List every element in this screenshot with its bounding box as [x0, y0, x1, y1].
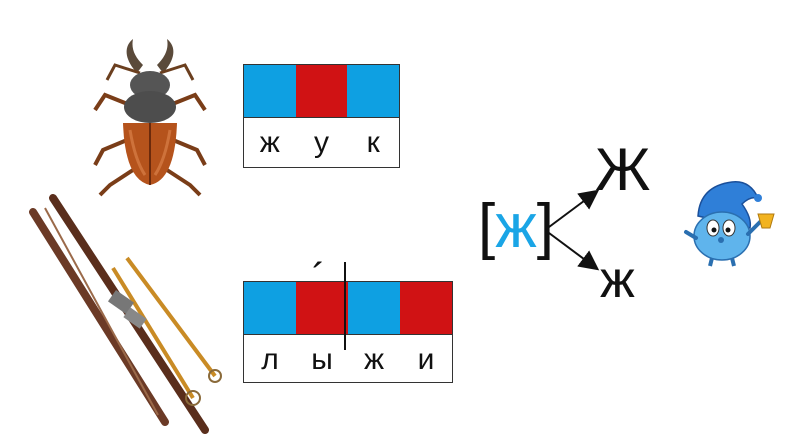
- consonant-bar: [347, 65, 400, 117]
- letter: к: [366, 126, 380, 159]
- vowel-bar: [295, 65, 348, 117]
- stag-beetle-icon: [93, 39, 207, 197]
- consonant-bar: [244, 65, 296, 117]
- skis-and-poles-icon: [29, 194, 222, 434]
- sound-bars: [244, 65, 400, 118]
- uppercase-letter: Ж: [595, 136, 651, 203]
- letter: л: [261, 343, 279, 376]
- bracket-close: ]: [536, 192, 554, 261]
- letter: у: [314, 126, 329, 159]
- vowel-bar: [296, 282, 348, 334]
- letter: ж: [363, 343, 385, 376]
- gnome-with-bell-icon: [684, 181, 775, 267]
- arrows: [544, 189, 600, 271]
- word-letters: ж у к: [244, 118, 399, 168]
- syllable-divider: [344, 262, 346, 350]
- lowercase-letter: ж: [600, 251, 635, 309]
- transcription-sound: ж: [495, 192, 537, 261]
- consonant-bar: [348, 282, 400, 334]
- word-scheme-zhuk: ж у к: [243, 64, 400, 168]
- letter: ж: [259, 126, 280, 159]
- consonant-bar: [244, 282, 296, 334]
- sound-bars: [244, 282, 452, 335]
- word-scheme-lyzhi: л ы ж и: [243, 281, 453, 383]
- vowel-bar: [400, 282, 452, 334]
- letter: и: [417, 343, 435, 376]
- bracket-open: [: [478, 192, 496, 261]
- word-letters: л ы ж и: [244, 335, 452, 385]
- sound-transcription: [ж]: [478, 196, 554, 258]
- letter: ы: [311, 343, 333, 376]
